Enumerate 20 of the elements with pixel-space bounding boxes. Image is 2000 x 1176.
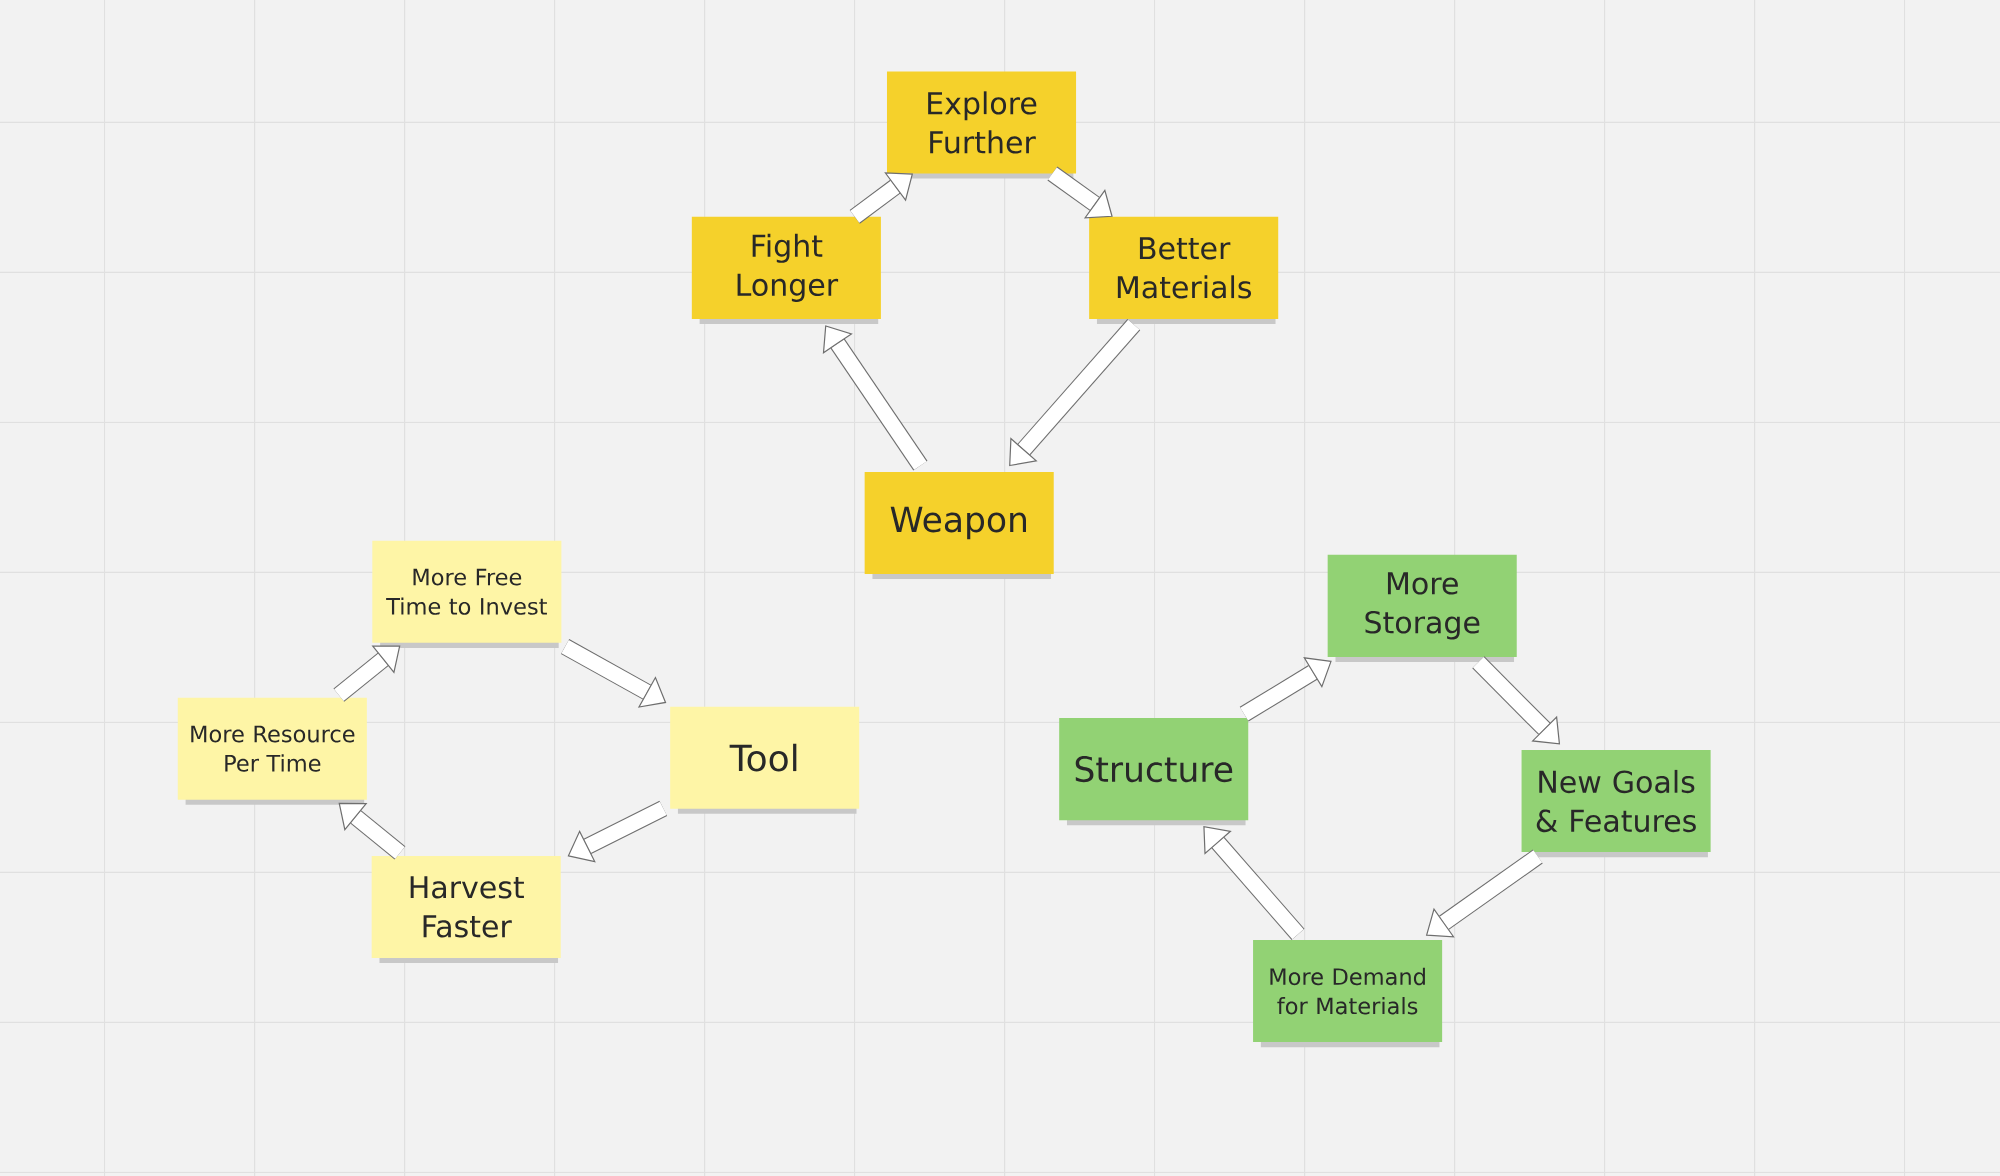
sticky-note: Weapon <box>864 471 1054 580</box>
block-arrow <box>822 325 928 471</box>
sticky-note: More Demand for Materials <box>1253 940 1443 1048</box>
sticky-note: More Resource Per Time <box>177 697 367 805</box>
sticky-note: Explore Further <box>887 71 1077 179</box>
sticky-note: More Free Time to Invest <box>372 540 562 648</box>
block-arrow <box>1047 166 1113 219</box>
block-arrow <box>333 645 401 702</box>
block-arrow <box>1009 318 1141 467</box>
sticky-note: New Goals & Features <box>1521 750 1711 858</box>
sticky-note: More Storage <box>1327 554 1517 662</box>
sticky-note: Better Materials <box>1089 216 1279 324</box>
sticky-note: Harvest Faster <box>371 855 561 963</box>
block-arrow <box>567 800 668 863</box>
sticky-note: Fight Longer <box>691 216 881 324</box>
block-arrow <box>1239 657 1332 722</box>
block-arrow <box>338 802 406 860</box>
block-arrow <box>560 639 667 708</box>
sticky-note: Tool <box>670 706 860 814</box>
sticky-note: Structure <box>1059 718 1249 826</box>
